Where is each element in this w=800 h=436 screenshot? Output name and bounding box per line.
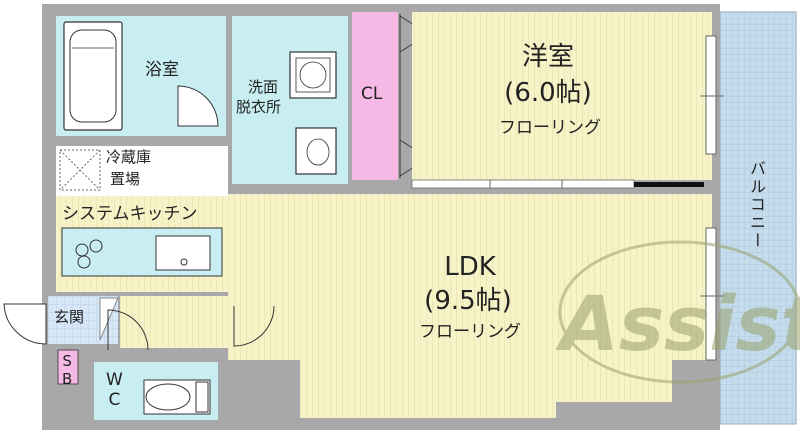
ldk-door-icon — [233, 305, 275, 347]
fridge-placeholder-icon — [59, 149, 101, 191]
shoe-box-area — [57, 349, 79, 385]
wc-door-icon — [107, 309, 149, 351]
ldk-size: (9.5帖) — [424, 286, 512, 316]
ldk-area — [228, 194, 712, 418]
assist-logo: Assist — [555, 240, 800, 384]
corridor-area — [120, 296, 230, 348]
fridge-label-line1: 冷蔵庫 — [106, 148, 152, 166]
balcony-label: バルコニー — [747, 160, 766, 250]
ldk-floor: フローリング — [419, 322, 521, 342]
shoe-box-label: S B — [62, 352, 73, 388]
bathroom-label: 浴室 — [145, 60, 179, 80]
washroom-label-line1: 洗面 — [248, 78, 279, 96]
bathtub-icon — [63, 21, 123, 131]
western-room-size: (6.0帖) — [504, 78, 592, 108]
washroom-label-line2: 脱衣所 — [236, 98, 282, 116]
ldk-name: LDK — [444, 252, 496, 282]
sliding-door — [411, 179, 635, 189]
western-room-name: 洋室 — [521, 42, 575, 72]
bath-door-icon — [177, 85, 219, 127]
kitchen-counter-icon — [61, 227, 223, 277]
front-door-icon — [3, 303, 47, 345]
fridge-label-line2: 置場 — [110, 170, 141, 188]
svg-text:Assist: Assist — [555, 279, 800, 368]
window-icon — [705, 227, 717, 361]
toilet-label: W C — [106, 370, 123, 411]
kitchen-label: システムキッチン — [62, 204, 198, 224]
western-room-area — [412, 12, 712, 180]
toilet-icon — [143, 379, 211, 415]
washing-machine-icon — [289, 51, 337, 99]
entrance-label: 玄関 — [54, 308, 85, 326]
western-room-floor: フローリング — [499, 118, 601, 138]
balcony-area — [719, 11, 797, 425]
window-icon — [705, 35, 717, 155]
closet-label: CL — [361, 84, 383, 104]
closet-area — [352, 12, 398, 180]
wash-basin-icon — [295, 127, 337, 175]
